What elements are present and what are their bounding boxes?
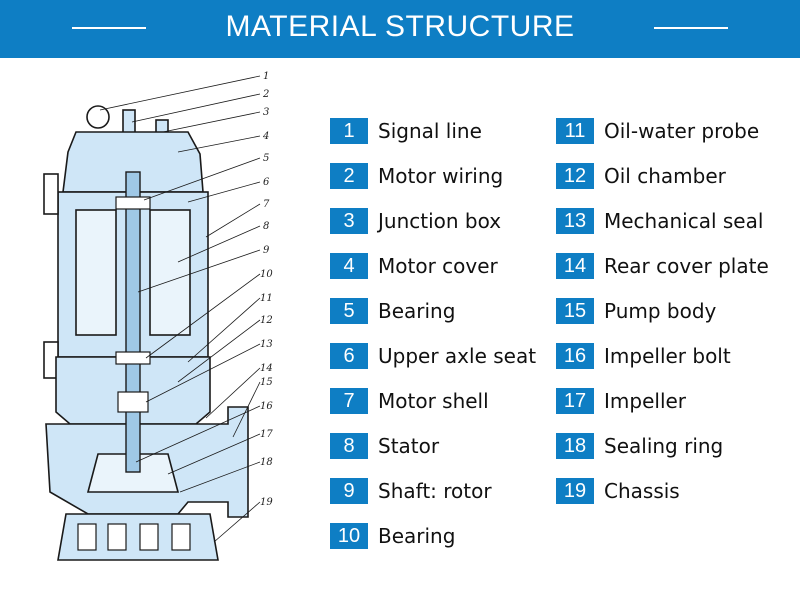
legend-label: Stator [378, 434, 440, 458]
legend-number-badge: 16 [556, 343, 594, 369]
legend-number-badge: 2 [330, 163, 368, 189]
legend-label: Motor wiring [378, 164, 504, 188]
legend-label: Chassis [604, 479, 680, 503]
legend-number-badge: 4 [330, 253, 368, 279]
impeller-shape [86, 453, 180, 493]
pump-cross-section-diagram: 1 2 3 4 5 6 7 8 9 10 11 12 13 14 15 16 1… [43, 71, 273, 561]
legend-number-badge: 12 [556, 163, 594, 189]
legend-number-badge: 17 [556, 388, 594, 414]
legend-label: Signal line [378, 119, 482, 143]
callout-16: 16 [260, 401, 273, 412]
callout-5: 5 [263, 153, 269, 164]
stator-right-shape [149, 209, 191, 336]
legend-label: Sealing ring [604, 434, 724, 458]
callout-6: 6 [263, 177, 270, 188]
legend-number-badge: 19 [556, 478, 594, 504]
callout-15: 15 [260, 377, 273, 388]
shaft-shape [125, 171, 141, 473]
legend-number-badge: 18 [556, 433, 594, 459]
callout-8: 8 [263, 221, 269, 232]
page-title: MATERIAL STRUCTURE [225, 10, 575, 43]
stator-left-shape [75, 209, 117, 336]
mechanical-seal-shape [117, 391, 149, 413]
header-bar: MATERIAL STRUCTURE [0, 0, 800, 58]
bearing-upper-shape [115, 196, 151, 210]
callout-1: 1 [263, 71, 269, 82]
side-handle-upper-shape [43, 173, 59, 215]
callout-18: 18 [260, 457, 273, 468]
legend-number-badge: 9 [330, 478, 368, 504]
legend-label: Junction box [378, 209, 502, 233]
legend-label: Oil-water probe [604, 119, 760, 143]
legend-label: Motor shell [378, 389, 489, 413]
callout-19: 19 [260, 497, 273, 508]
legend-number-badge: 11 [556, 118, 594, 144]
legend-label: Bearing [378, 524, 456, 548]
callout-11: 11 [260, 293, 273, 304]
callout-2: 2 [262, 89, 269, 100]
legend-label: Rear cover plate [604, 254, 769, 278]
legend-number-badge: 14 [556, 253, 594, 279]
callout-10: 10 [260, 269, 273, 280]
legend-number-badge: 8 [330, 433, 368, 459]
callout-13: 13 [260, 339, 273, 350]
legend-number-badge: 10 [330, 523, 368, 549]
callout-9: 9 [263, 245, 270, 256]
callout-4: 4 [262, 131, 269, 142]
legend-label: Motor cover [378, 254, 498, 278]
callout-14: 14 [260, 363, 273, 374]
header-rule-right [654, 27, 728, 29]
legend-number-badge: 3 [330, 208, 368, 234]
legend-label: Shaft: rotor [378, 479, 492, 503]
legend-label: Upper axle seat [378, 344, 537, 368]
legend-number-badge: 1 [330, 118, 368, 144]
callout-7: 7 [263, 199, 270, 210]
legend-number-badge: 6 [330, 343, 368, 369]
bearing-lower-shape [115, 351, 151, 365]
callout-12: 12 [260, 315, 273, 326]
legend-number-badge: 13 [556, 208, 594, 234]
callout-3: 3 [263, 107, 269, 118]
legend-number-badge: 7 [330, 388, 368, 414]
header-rule-left [72, 27, 146, 29]
legend-number-badge: 15 [556, 298, 594, 324]
legend-label: Oil chamber [604, 164, 726, 188]
legend-number-badge: 5 [330, 298, 368, 324]
legend-label: Impeller [604, 389, 687, 413]
legend-label: Mechanical seal [604, 209, 764, 233]
lifting-eye-shape [86, 105, 110, 129]
legend-label: Bearing [378, 299, 456, 323]
legend-label: Pump body [604, 299, 717, 323]
callout-17: 17 [260, 429, 273, 440]
legend-label: Impeller bolt [604, 344, 731, 368]
